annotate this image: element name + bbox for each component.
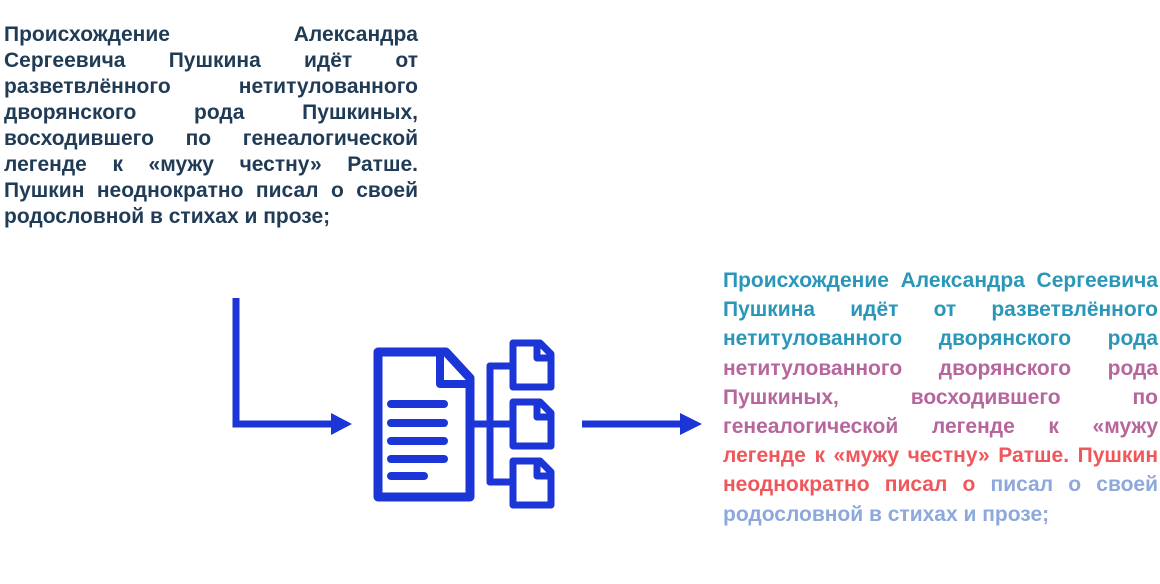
source-paragraph: Происхождение Александра Сергеевича Пушк… [4, 23, 418, 228]
small-document-icon [509, 457, 555, 509]
document-split-icon [373, 339, 555, 509]
result-segment: писал о своей родословной в стихах и про… [723, 473, 1158, 526]
tree-connector-icon [466, 362, 516, 486]
result-paragraph: Происхождение Александра Сергеевича Пушк… [723, 266, 1158, 529]
small-document-icon [509, 339, 555, 391]
result-segment: нетитулованного дворянского рода Пушкины… [723, 356, 1158, 439]
small-document-icon [509, 398, 555, 450]
output-arrow [582, 413, 702, 435]
result-segment: легенде к «мужу честну» Ратше. Пушкин не… [723, 444, 1158, 497]
input-arrow [232, 298, 352, 435]
result-segment: Происхождение Александра Сергеевича Пушк… [723, 269, 1158, 351]
